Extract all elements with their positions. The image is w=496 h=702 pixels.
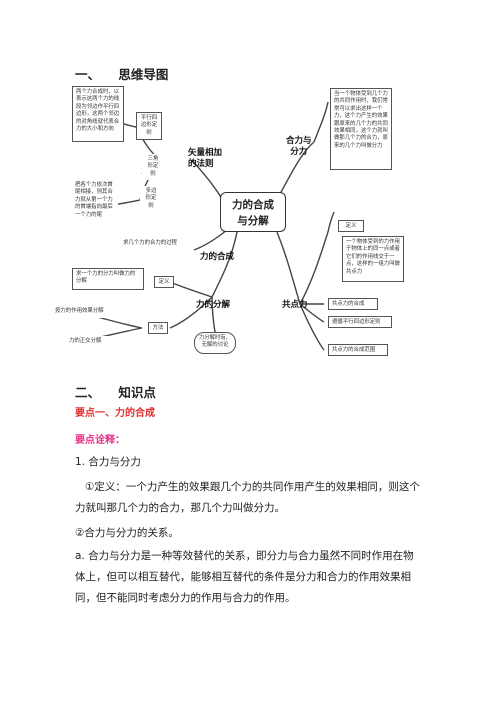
center-line1: 力的合成 [232,199,274,211]
concurrent-item3: 共点力的合成范围 [328,344,388,356]
center-node: 力的合成 与分解 [220,192,286,232]
concurrent-item1: 共点力的合成 [328,298,378,310]
resultant-node: 合力与 分力 [286,136,312,158]
relation-a-paragraph: a. 合力与分力是一种等效替代的关系，即分力与合力虽然不同时作用在物体上，但可以… [75,550,414,604]
decomposition-definition-box: 定义 [154,276,174,288]
vector-title-line2: 的法则 [188,159,214,169]
parallelogram-note: 两个力合成时，以表示这两个力的线段为邻边作平行四边形，这两个邻边的对角线就代表合… [72,86,124,142]
section1-number: 一、 [75,67,101,82]
mind-map: 力的合成 与分解 矢量相加 的法则 平行四边形定则 三角形定则 多边形定则 两个… [52,82,424,382]
decomposition-method1: 按力的作用效果分解 [52,306,132,318]
concurrent-definition-note: 一个物体受到的力作用于物体上的同一点或者它们的作用线交于一点，这样的一组力叫做共… [342,236,404,282]
point1-heading: 要点一、力的合成 [75,408,155,419]
composition-node: 力的合成 [200,252,235,262]
composition-note: 求几个力的合力的过程 [120,238,180,258]
decomposition-discussion-note: 力分解时有、无解的讨论 [194,332,236,354]
relation-paragraph: ②合力与分力的关系。 [75,527,179,539]
resultant-title-line2: 分力 [290,147,308,157]
vector-law-node: 矢量相加 的法则 [188,148,222,170]
section2-heading: 二、 知识点 [75,382,156,401]
polygon-note: 把各个力依次首尾相接，则其合力就从第一个力的首端指向最后一个力的尾 [72,180,118,228]
concurrent-node: 共点力 [282,300,308,310]
item1-heading: 1. 合力与分力 [75,456,141,468]
vector-title-line1: 矢量相加 [188,148,223,158]
decomposition-definition-note: 求一个力的分力叫做力的分解 [72,268,144,290]
decomposition-node: 力的分解 [196,300,231,310]
section1-title: 思维导图 [118,67,169,82]
resultant-title-line1: 合力与 [286,136,312,146]
decomposition-method2: 力的正交分解 [66,336,136,348]
section2-title: 知识点 [118,385,156,400]
decomposition-method-box: 方法 [148,322,168,334]
concurrent-item2: 遵循平行四边形定则 [328,316,392,328]
parallelogram-rule-box: 平行四边形定则 [136,112,162,140]
concurrent-definition-box: 定义 [338,220,364,232]
explain-heading: 要点诠释： [75,435,125,446]
center-line2: 与分解 [237,215,269,227]
polygon-rule-label: 多边形定则 [140,186,162,214]
resultant-note: 当一个物体受到几个力的共同作用时，我们常常可以求出这样一个力，这个力产生的效果跟… [330,88,392,170]
definition-paragraph: ①定义：一个力产生的效果跟几个力的共同作用产生的效果相同，则这个力就叫那几个力的… [75,481,420,514]
section2-number: 二、 [75,385,101,400]
section1-heading: 一、 思维导图 [75,64,168,83]
triangle-rule-label: 三角形定则 [142,154,164,180]
